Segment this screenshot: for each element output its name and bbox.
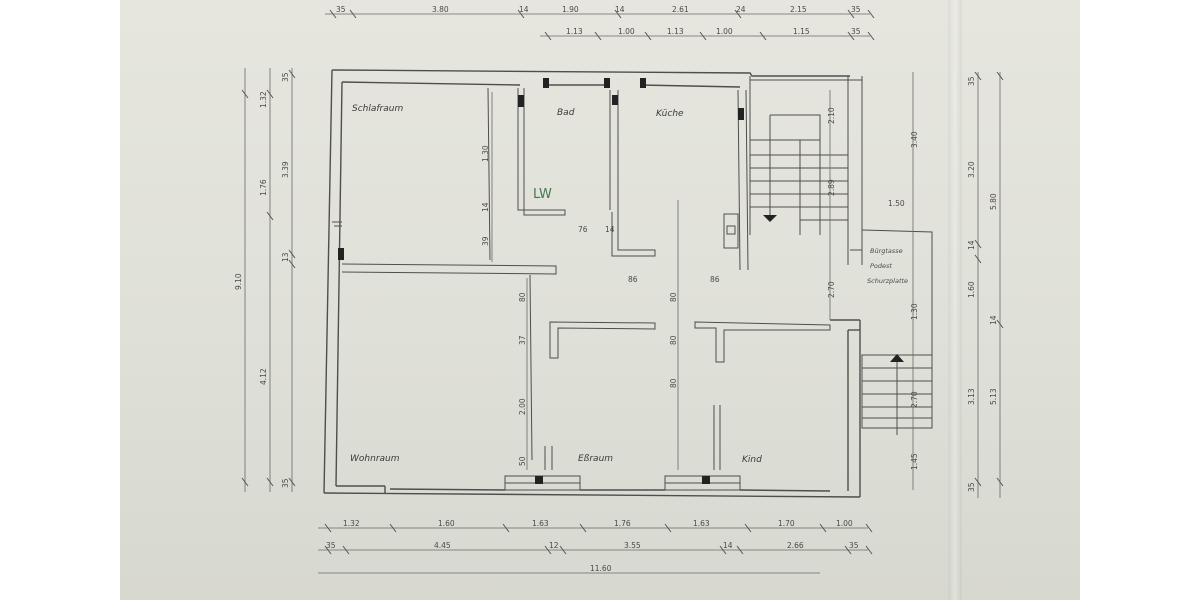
dim-top1-1: 3.80 (432, 5, 449, 14)
dim-top1-4: 14 (615, 5, 625, 14)
dim-right-4: 1.60 (967, 281, 976, 298)
dim-right-7: 5.13 (989, 388, 998, 405)
dim-right-2: 5.80 (989, 193, 998, 210)
annotation-line-1: Bürgtasse (870, 247, 903, 255)
dim-bottom1-5: 1.70 (778, 519, 795, 528)
interior-walls (332, 87, 831, 470)
dim-interior-1: 2.00 (518, 398, 527, 415)
dim-right-6: 3.13 (967, 388, 976, 405)
dim-bottom2-1: 4.45 (434, 541, 451, 550)
room-label-schlafraum: Schlafraum (352, 104, 403, 114)
wall-piers (338, 78, 904, 484)
plan-sheet (120, 0, 1080, 600)
dim-left-3: 1.32 (259, 91, 268, 108)
annotation-line-2: Podest (870, 262, 892, 270)
room-label-kind: Kind (742, 455, 762, 465)
dim-right-1: 3.20 (967, 161, 976, 178)
dim-top2-4: 1.15 (793, 27, 810, 36)
dim-top1-6: 24 (736, 5, 746, 14)
dim-top1-5: 2.61 (672, 5, 689, 14)
dim-bottom1-3: 1.76 (614, 519, 631, 528)
dim-bottom2-4: 14 (723, 541, 733, 550)
dim-interior-9: 14 (481, 202, 490, 212)
dim-interior-8: 39 (481, 236, 490, 246)
dim-bottom2-2: 12 (549, 541, 559, 550)
outer-walls (323, 69, 861, 498)
dim-top2-2: 1.13 (667, 27, 684, 36)
room-labels: Schlafraum Bad Küche LW Wohnraum Eßraum … (350, 104, 762, 465)
dimension-ticks (241, 9, 1004, 555)
dim-top1-0: 35 (336, 5, 346, 14)
dim-right-5: 14 (989, 315, 998, 325)
dim-top2-0: 1.13 (566, 27, 583, 36)
dimension-text: 35 3.80 14 1.90 14 2.61 24 2.15 35 1.13 … (234, 5, 998, 573)
room-label-essraum: Eßraum (578, 454, 613, 464)
dim-right-3: 14 (967, 240, 976, 250)
dim-bottom2-6: 35 (849, 541, 859, 550)
dim-stair-7: 2.70 (910, 391, 919, 408)
dim-top2-1: 1.00 (618, 27, 635, 36)
dim-left-4: 35 (281, 72, 290, 82)
dim-interior-12: 86 (628, 275, 638, 284)
staircase-main (749, 76, 863, 265)
dim-left-1: 1.76 (259, 179, 268, 196)
dim-top2-5: 35 (851, 27, 861, 36)
dim-interior-4: 80 (669, 292, 678, 302)
dim-top1-8: 35 (851, 5, 861, 14)
dim-bottom2-0: 35 (326, 541, 336, 550)
dim-interior-2: 80 (518, 292, 527, 302)
dim-top2-3: 1.00 (716, 27, 733, 36)
dim-left-6: 13 (281, 252, 290, 262)
dim-stair-1: 3.40 (910, 131, 919, 148)
dim-bottom1-2: 1.63 (532, 519, 549, 528)
dim-interior-11: 76 (578, 225, 588, 234)
dim-bottom2-3: 3.55 (624, 541, 641, 550)
paper-fold (948, 0, 962, 600)
dim-bottom1-0: 1.32 (343, 519, 360, 528)
room-label-kueche: Küche (656, 109, 684, 119)
dim-stair-6: 1.30 (910, 303, 919, 320)
dim-stair-5: 1.45 (910, 453, 919, 470)
staircase-exterior (861, 354, 933, 435)
dim-interior-5: 80 (669, 335, 678, 345)
dim-interior-10: 14 (605, 225, 615, 234)
dim-stair-0: 2.10 (827, 107, 836, 124)
dim-bottom-total: 11.60 (590, 564, 612, 573)
dim-left-7: 35 (281, 478, 290, 488)
landing-annotation: Bürgtasse Podest Schurzplatte (867, 247, 908, 285)
dim-bottom1-4: 1.63 (693, 519, 710, 528)
dim-left-5: 3.39 (281, 161, 290, 178)
dim-stair-2: 1.50 (888, 199, 905, 208)
dim-bottom1-1: 1.60 (438, 519, 455, 528)
dim-stair-4: 2.70 (827, 281, 836, 298)
dim-interior-7: 50 (518, 456, 527, 466)
dim-left-2: 4.12 (259, 368, 268, 385)
dimension-lines (244, 13, 1001, 574)
annotation-line-3: Schurzplatte (867, 277, 908, 285)
room-label-lw: LW (533, 187, 552, 202)
dim-interior-13: 86 (710, 275, 720, 284)
room-label-bad: Bad (557, 108, 575, 118)
dim-top1-7: 2.15 (790, 5, 807, 14)
dim-top1-3: 1.90 (562, 5, 579, 14)
dim-interior-0: 1.30 (481, 145, 490, 162)
dim-stair-3: 2.89 (827, 179, 836, 196)
room-label-wohnraum: Wohnraum (350, 454, 400, 464)
dim-bottom2-5: 2.66 (787, 541, 804, 550)
dim-bottom1-6: 1.00 (836, 519, 853, 528)
dim-right-0: 35 (967, 76, 976, 86)
dim-left-total: 9.10 (234, 273, 243, 290)
dim-interior-3: 37 (518, 335, 527, 345)
dim-top1-2: 14 (519, 5, 529, 14)
dim-right-8: 35 (967, 482, 976, 492)
dim-interior-6: 80 (669, 378, 678, 388)
